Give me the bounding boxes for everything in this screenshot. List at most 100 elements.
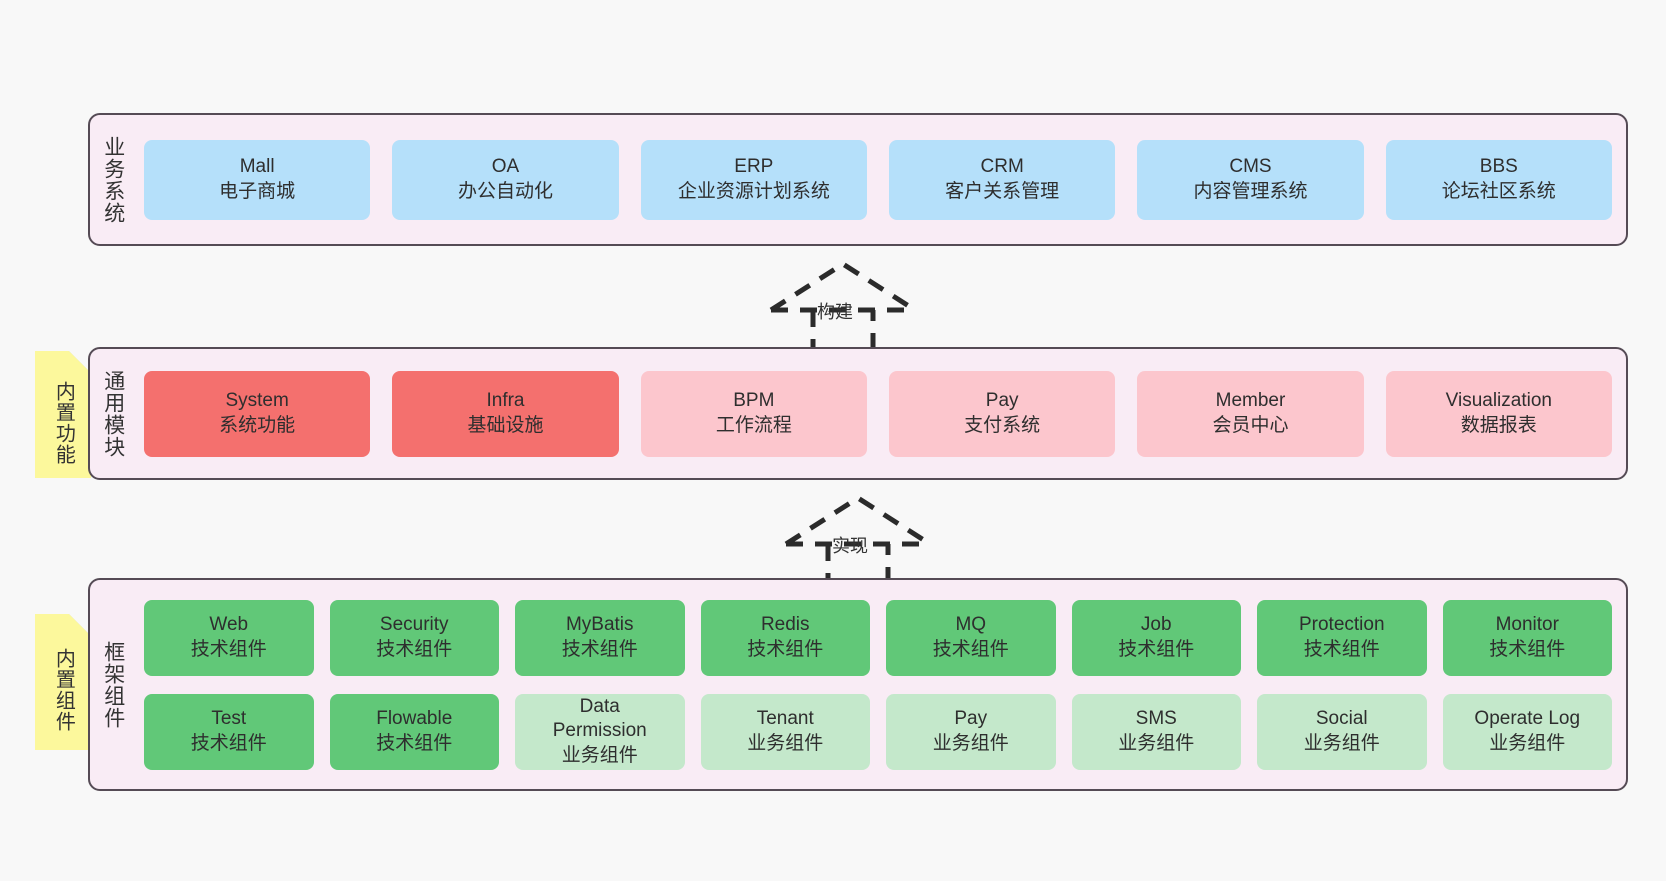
card-mall[interactable]: Mall 电子商城 — [144, 139, 371, 220]
card-title-en: Mall — [239, 156, 275, 178]
card-title-en: Tenant — [756, 708, 814, 730]
card-title-cn: 业务组件 — [561, 744, 638, 766]
connector-build: 构建 — [755, 258, 955, 368]
connector-implement: 实现 — [770, 492, 970, 602]
card-title-cn: 业务组件 — [932, 732, 1009, 754]
card-title-cn: 数据报表 — [1460, 414, 1537, 436]
card-title-cn: 业务组件 — [1118, 732, 1195, 754]
card-title-en: Test — [211, 708, 247, 730]
card-title-cn: 技术组件 — [561, 638, 638, 660]
layer-common-modules: 通用模块 System 系统功能 Infra 基础设施 BPM 工作流程 Pay… — [88, 347, 1628, 480]
card-title-cn: 工作流程 — [715, 414, 792, 436]
card-title-en: SMS — [1135, 708, 1177, 730]
card-infra[interactable]: Infra 基础设施 — [392, 370, 619, 457]
card-row: Mall 电子商城 OA 办公自动化 ERP 企业资源计划系统 CRM 客户关系… — [144, 139, 1612, 220]
card-title-en: MQ — [955, 614, 987, 636]
card-title-cn: 论坛社区系统 — [1441, 180, 1556, 202]
note-builtin-features: 内置功能 — [35, 351, 91, 478]
card-title-cn: 电子商城 — [219, 180, 296, 202]
card-title-cn: 技术组件 — [1489, 638, 1566, 660]
card-title-en: Pay — [985, 390, 1019, 412]
card-title-cn: 技术组件 — [376, 732, 453, 754]
card-title-en: Monitor — [1495, 614, 1559, 636]
card-bpm[interactable]: BPM 工作流程 — [640, 370, 867, 457]
card-title-cn: 技术组件 — [190, 732, 267, 754]
card-protection[interactable]: Protection 技术组件 — [1257, 599, 1427, 676]
card-title-en: Job — [1140, 614, 1172, 636]
card-erp[interactable]: ERP 企业资源计划系统 — [640, 139, 867, 220]
note-label: 内置功能 — [52, 380, 75, 465]
card-title-cn: 技术组件 — [376, 638, 453, 660]
card-title-en: MyBatis — [565, 614, 634, 636]
card-redis[interactable]: Redis 技术组件 — [700, 599, 870, 676]
connector-label-build: 构建 — [817, 302, 853, 322]
card-title-en: Redis — [760, 614, 810, 636]
layer-title-framework-components: 框架组件 — [101, 640, 125, 729]
card-cms[interactable]: CMS 内容管理系统 — [1137, 139, 1364, 220]
card-title-en: Web — [209, 614, 249, 636]
card-pay[interactable]: Pay 支付系统 — [888, 370, 1116, 457]
card-title-cn: 内容管理系统 — [1193, 180, 1308, 202]
card-title-en: CRM — [980, 156, 1024, 178]
card-monitor[interactable]: Monitor 技术组件 — [1442, 599, 1612, 676]
card-operate-log[interactable]: Operate Log 业务组件 — [1442, 693, 1612, 770]
card-title-cn: 会员中心 — [1212, 414, 1289, 436]
card-job[interactable]: Job 技术组件 — [1071, 599, 1241, 676]
card-pay-component[interactable]: Pay 业务组件 — [886, 693, 1056, 770]
layer-title-common-modules: 通用模块 — [101, 369, 125, 458]
card-mq[interactable]: MQ 技术组件 — [886, 599, 1056, 676]
card-title-en: BPM — [733, 390, 775, 412]
layer-body-business-systems: Mall 电子商城 OA 办公自动化 ERP 企业资源计划系统 CRM 客户关系… — [136, 115, 1626, 244]
card-row: Test 技术组件 Flowable 技术组件 Data Permission … — [144, 693, 1612, 770]
card-title-cn: 客户关系管理 — [945, 180, 1060, 202]
card-title-cn: 技术组件 — [1303, 638, 1380, 660]
card-title-en: Security — [379, 614, 449, 636]
card-row: Web 技术组件 Security 技术组件 MyBatis 技术组件 Redi… — [144, 599, 1612, 676]
note-label: 内置组件 — [52, 648, 75, 732]
card-test[interactable]: Test 技术组件 — [144, 693, 314, 770]
card-title-cn: 企业资源计划系统 — [677, 180, 830, 202]
card-title-en: Visualization — [1445, 390, 1552, 412]
card-title-cn: 业务组件 — [747, 732, 824, 754]
card-oa[interactable]: OA 办公自动化 — [392, 139, 619, 220]
layer-framework-components: 框架组件 Web 技术组件 Security 技术组件 MyBatis 技术组件… — [88, 578, 1628, 791]
card-title-en: BBS — [1479, 156, 1518, 178]
layer-business-systems: 业务系统 Mall 电子商城 OA 办公自动化 ERP 企业资源计划系统 CRM… — [88, 113, 1628, 246]
card-title-cn: 支付系统 — [964, 414, 1041, 436]
card-crm[interactable]: CRM 客户关系管理 — [888, 139, 1116, 220]
card-title-en: Flowable — [376, 708, 453, 730]
card-title-en: Operate Log — [1474, 708, 1581, 730]
note-builtin-components: 内置组件 — [35, 614, 91, 750]
card-tenant[interactable]: Tenant 业务组件 — [700, 693, 870, 770]
card-visualization[interactable]: Visualization 数据报表 — [1385, 370, 1612, 457]
card-member[interactable]: Member 会员中心 — [1137, 370, 1364, 457]
card-title-en: Protection — [1298, 614, 1385, 636]
card-flowable[interactable]: Flowable 技术组件 — [329, 693, 499, 770]
card-title-en: CMS — [1229, 156, 1272, 178]
card-title-cn: 办公自动化 — [457, 180, 553, 202]
card-row: System 系统功能 Infra 基础设施 BPM 工作流程 Pay 支付系统… — [144, 370, 1612, 457]
card-title-en: System — [225, 390, 289, 412]
card-social[interactable]: Social 业务组件 — [1257, 693, 1427, 770]
card-title-en: OA — [491, 156, 520, 178]
layer-body-common-modules: System 系统功能 Infra 基础设施 BPM 工作流程 Pay 支付系统… — [136, 349, 1626, 478]
card-title-cn: 基础设施 — [467, 414, 544, 436]
card-sms[interactable]: SMS 业务组件 — [1071, 693, 1241, 770]
card-title-cn: 技术组件 — [747, 638, 824, 660]
card-title-cn: 技术组件 — [1118, 638, 1195, 660]
card-bbs[interactable]: BBS 论坛社区系统 — [1385, 139, 1612, 220]
card-mybatis[interactable]: MyBatis 技术组件 — [515, 599, 685, 676]
card-system[interactable]: System 系统功能 — [144, 370, 371, 457]
card-title-en: Infra — [486, 390, 525, 412]
card-title-en: Social — [1315, 708, 1368, 730]
card-title-en: ERP — [734, 156, 774, 178]
card-title-en: Data Permission — [552, 696, 647, 742]
card-security[interactable]: Security 技术组件 — [329, 599, 499, 676]
card-title-cn: 业务组件 — [1489, 732, 1566, 754]
connector-label-implement: 实现 — [832, 536, 868, 556]
card-web[interactable]: Web 技术组件 — [144, 599, 314, 676]
card-title-en: Pay — [954, 708, 988, 730]
generalization-arrow-icon — [769, 261, 917, 361]
card-data-permission[interactable]: Data Permission 业务组件 — [515, 693, 685, 770]
